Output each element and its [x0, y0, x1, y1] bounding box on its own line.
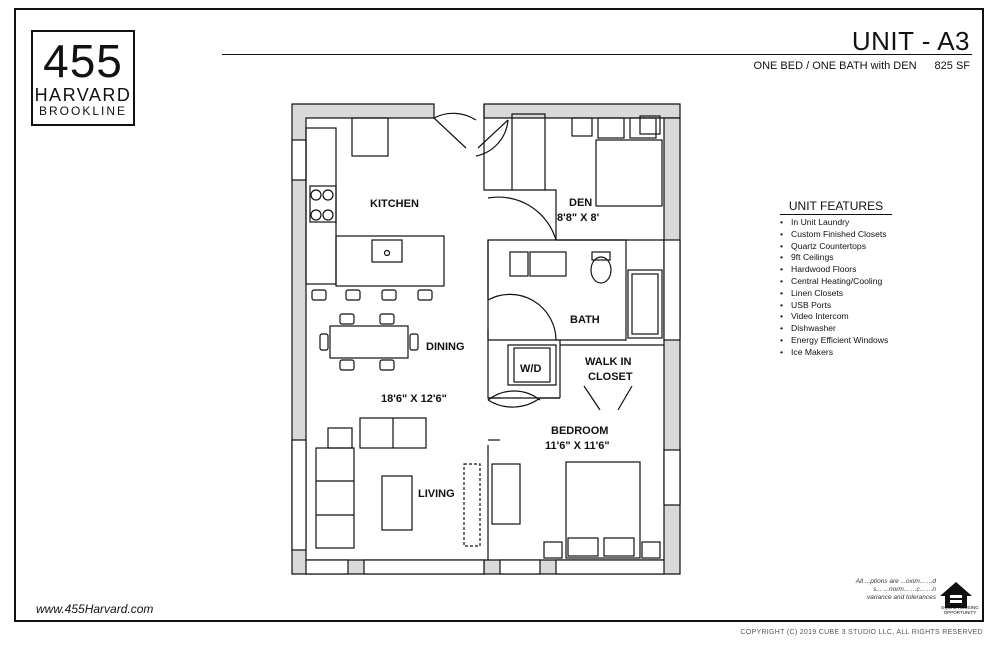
feature-item: In Unit Laundry [780, 217, 892, 229]
room-label-living: LIVING [418, 488, 455, 500]
room-label-bath: BATH [570, 314, 600, 326]
feature-item: Linen Closets [780, 288, 892, 300]
feature-item: USB Ports [780, 300, 892, 312]
feature-item: Ice Makers [780, 347, 892, 359]
feature-item: Energy Efficient Windows [780, 335, 892, 347]
brand-logo: 455 HARVARD BROOKLINE [31, 30, 135, 126]
unit-features: UNIT FEATURES In Unit Laundry Custom Fin… [780, 199, 892, 359]
feature-item: Custom Finished Closets [780, 229, 892, 241]
logo-line-1: HARVARD [34, 85, 132, 105]
feature-item: Dishwasher [780, 323, 892, 335]
room-label-dining: DINING [426, 341, 465, 353]
room-label-den: DEN [569, 197, 592, 209]
unit-area: 825 SF [934, 60, 970, 72]
room-label-kitchen: KITCHEN [370, 198, 419, 210]
features-list: In Unit Laundry Custom Finished Closets … [780, 217, 892, 359]
room-size-living: 18'6" X 12'6" [381, 393, 447, 405]
feature-item: Quartz Countertops [780, 241, 892, 253]
feature-item: Hardwood Floors [780, 264, 892, 276]
room-label-walk-in-1: WALK IN [585, 356, 631, 368]
header-rule [222, 54, 972, 55]
label-washer-dryer: W/D [520, 363, 541, 375]
unit-subtitle: ONE BED / ONE BATH with DEN 825 SF [754, 60, 970, 72]
feature-item: Central Heating/Cooling [780, 276, 892, 288]
features-title: UNIT FEATURES [780, 199, 892, 215]
equal-housing-label: EQUAL HOUSING OPPORTUNITY [941, 605, 979, 615]
feature-item: Video Intercom [780, 311, 892, 323]
website-url: www.455Harvard.com [36, 602, 154, 616]
logo-number: 455 [43, 35, 123, 87]
room-size-den: 8'8" X 8' [557, 212, 600, 224]
disclaimer-text: All ...ptions are ...oxim... ...d s... .… [855, 578, 936, 601]
page-frame [14, 8, 984, 622]
logo-line-2: BROOKLINE [38, 104, 128, 118]
unit-type: ONE BED / ONE BATH with DEN [753, 60, 917, 72]
room-label-walk-in-2: CLOSET [588, 371, 633, 383]
room-size-bedroom: 11'6" X 11'6" [545, 440, 610, 452]
copyright-text: COPYRIGHT (C) 2019 CUBE 3 STUDIO LLC, AL… [740, 629, 983, 636]
equal-housing-icon [940, 582, 972, 608]
room-label-bedroom: BEDROOM [551, 425, 608, 437]
unit-title: UNIT - A3 [851, 26, 970, 56]
feature-item: 9ft Ceilings [780, 252, 892, 264]
